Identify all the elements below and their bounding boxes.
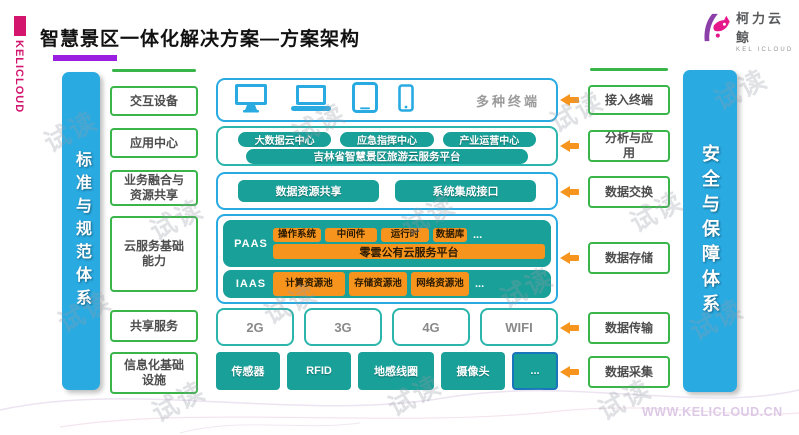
left-arrow-icon: [560, 140, 580, 152]
iaas-layer: IAAS 计算资源池 存储资源池 网络资源池 ...: [223, 270, 551, 298]
network-box-3g: 3G: [304, 308, 382, 346]
chip-network-pool: 网络资源池: [411, 272, 469, 296]
network-box-2g: 2G: [216, 308, 294, 346]
right-column-top-divider: [590, 68, 668, 71]
sensor-box-sensor: 传感器: [216, 352, 280, 390]
security-system-label: 安全与保障体系: [700, 143, 720, 319]
title-underline: [53, 55, 117, 61]
right-box-data-transmission: 数据传输: [588, 312, 670, 344]
security-system-bar: 安全与保障体系: [683, 70, 737, 392]
pill-industry-center: 产业运营中心: [442, 132, 536, 147]
standards-system-bar: 标准与规范体系: [62, 72, 100, 390]
right-box-data-collection: 数据采集: [588, 356, 670, 388]
left-arrow-icon: [560, 252, 580, 264]
left-box-it-infrastructure: 信息化基础设施: [110, 352, 198, 394]
terminals-box: 多种终端: [216, 78, 558, 122]
pill-system-integration-api: 系统集成接口: [395, 180, 536, 202]
chip-os: 操作系统: [273, 228, 321, 242]
left-box-business-fusion: 业务融合与资源共享: [110, 170, 198, 206]
left-column-top-divider: [112, 69, 196, 72]
iaas-label: IAAS: [235, 278, 267, 290]
left-arrow-icon: [560, 94, 580, 106]
data-services-box: 数据资源共享 系统集成接口: [216, 172, 558, 210]
logo-text: 柯力云鲸 KEL ICLOUD: [736, 8, 799, 53]
network-box-wifi: WIFI: [480, 308, 558, 346]
paas-layer: PAAS 操作系统 中间件 运行时 数据库 ... 零雲公有云服务平台: [223, 220, 551, 267]
sensors-row: 传感器 RFID 地感线圈 摄像头 ...: [216, 352, 558, 390]
footer-url: WWW.KELICLOUD.CN: [642, 405, 783, 419]
sensor-box-camera: 摄像头: [441, 352, 505, 390]
whale-logo-icon: [699, 12, 731, 49]
left-arrow-icon: [560, 366, 580, 378]
chip-compute-pool: 计算资源池: [273, 272, 345, 296]
left-box-cloud-capability: 云服务基础能力: [110, 216, 198, 292]
right-box-data-storage: 数据存储: [588, 242, 670, 274]
chip-runtime: 运行时: [381, 228, 429, 242]
right-box-analysis-app: 分析与应用: [588, 130, 670, 162]
iaas-ellipsis: ...: [475, 278, 485, 290]
left-box-app-center: 应用中心: [110, 128, 198, 158]
left-arrow-icon: [560, 186, 580, 198]
tablet-icon: [352, 82, 378, 118]
left-box-shared-services: 共享服务: [110, 310, 198, 342]
chip-database: 数据库: [433, 228, 467, 242]
standards-system-label: 标准与规范体系: [73, 150, 90, 312]
paas-label: PAAS: [234, 237, 268, 250]
logo-name-cn: 柯力云鲸: [736, 11, 785, 45]
sensor-box-more: ...: [512, 352, 558, 390]
pill-bigdata-center: 大数据云中心: [238, 132, 332, 147]
right-box-access-terminal: 接入终端: [588, 85, 670, 115]
smartphone-icon: [398, 83, 414, 117]
page-title: 智慧景区一体化解决方案—方案架构: [40, 29, 361, 50]
left-arrow-icon: [560, 322, 580, 334]
sensor-box-loop: 地感线圈: [358, 352, 434, 390]
chip-middleware: 中间件: [325, 228, 377, 242]
app-centers-row: 大数据云中心 应急指挥中心 产业运营中心: [238, 132, 536, 147]
platform-row: 吉林省智慧景区旅游云服务平台: [238, 149, 536, 164]
public-cloud-platform-bar: 零雲公有云服务平台: [273, 244, 545, 259]
laptop-icon: [290, 84, 332, 117]
pill-jilin-tourism-platform: 吉林省智慧景区旅游云服务平台: [246, 149, 528, 164]
pill-data-resource-sharing: 数据资源共享: [238, 180, 379, 202]
terminals-label: 多种终端: [475, 93, 540, 109]
pill-emergency-center: 应急指挥中心: [340, 132, 434, 147]
sensor-box-rfid: RFID: [287, 352, 351, 390]
app-centers-box: 大数据云中心 应急指挥中心 产业运营中心 吉林省智慧景区旅游云服务平台: [216, 126, 558, 166]
company-logo: 柯力云鲸 KEL ICLOUD: [699, 8, 799, 53]
chip-storage-pool: 存储资源池: [349, 272, 407, 296]
network-box-4g: 4G: [392, 308, 470, 346]
right-box-data-exchange: 数据交换: [588, 176, 670, 208]
brand-accent-bar: [14, 16, 26, 36]
brand-vertical-text: KELICLOUD: [13, 40, 25, 114]
paas-ellipsis: ...: [473, 229, 483, 241]
logo-name-en: KEL ICLOUD: [736, 47, 794, 53]
cloud-stack-box: PAAS 操作系统 中间件 运行时 数据库 ... 零雲公有云服务平台 IAAS…: [216, 214, 558, 304]
left-box-interactive-devices: 交互设备: [110, 86, 198, 116]
desktop-icon: [234, 83, 270, 118]
